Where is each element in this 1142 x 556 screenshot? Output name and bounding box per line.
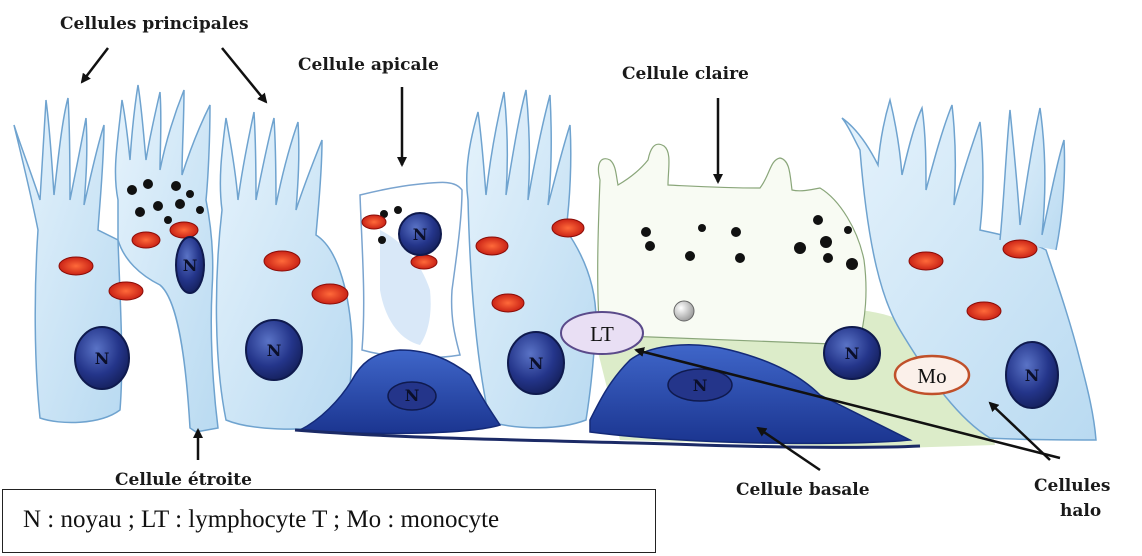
nucleus-label: N <box>413 225 428 244</box>
label-narrow-cell: Cellule étroite <box>115 470 252 490</box>
arrow-principal-right <box>222 48 266 102</box>
legend-text: N : noyau ; LT : lymphocyte T ; Mo : mon… <box>23 506 499 534</box>
nucleus-label: N <box>267 341 282 360</box>
lymphocyte-t: LT <box>561 312 643 354</box>
label-halo-cells-line1: Cellules <box>1034 476 1110 496</box>
label-principal-cells: Cellules principales <box>60 14 249 34</box>
legend-box: N : noyau ; LT : lymphocyte T ; Mo : mon… <box>2 489 656 553</box>
lymphocyte-label: LT <box>590 322 614 346</box>
nucleus-label: N <box>95 349 110 368</box>
nucleus-label: N <box>1025 366 1040 385</box>
arrow-principal-left <box>82 48 108 82</box>
monocyte-label: Mo <box>917 364 946 388</box>
vesicle <box>674 301 694 321</box>
principal-cell-4-microvilli <box>1000 108 1065 250</box>
nucleus-label: N <box>529 354 544 373</box>
nucleus-label: N <box>183 256 198 275</box>
nucleus-label: N <box>693 376 708 395</box>
label-clear-cell: Cellule claire <box>622 64 749 84</box>
label-apical-cell: Cellule apicale <box>298 55 439 75</box>
nucleus-label: N <box>405 386 420 405</box>
label-halo-cells-line2: halo <box>1060 501 1101 521</box>
monocyte: Mo <box>895 356 969 394</box>
nucleus-label: N <box>845 344 860 363</box>
label-basal-cell: Cellule basale <box>736 480 870 500</box>
